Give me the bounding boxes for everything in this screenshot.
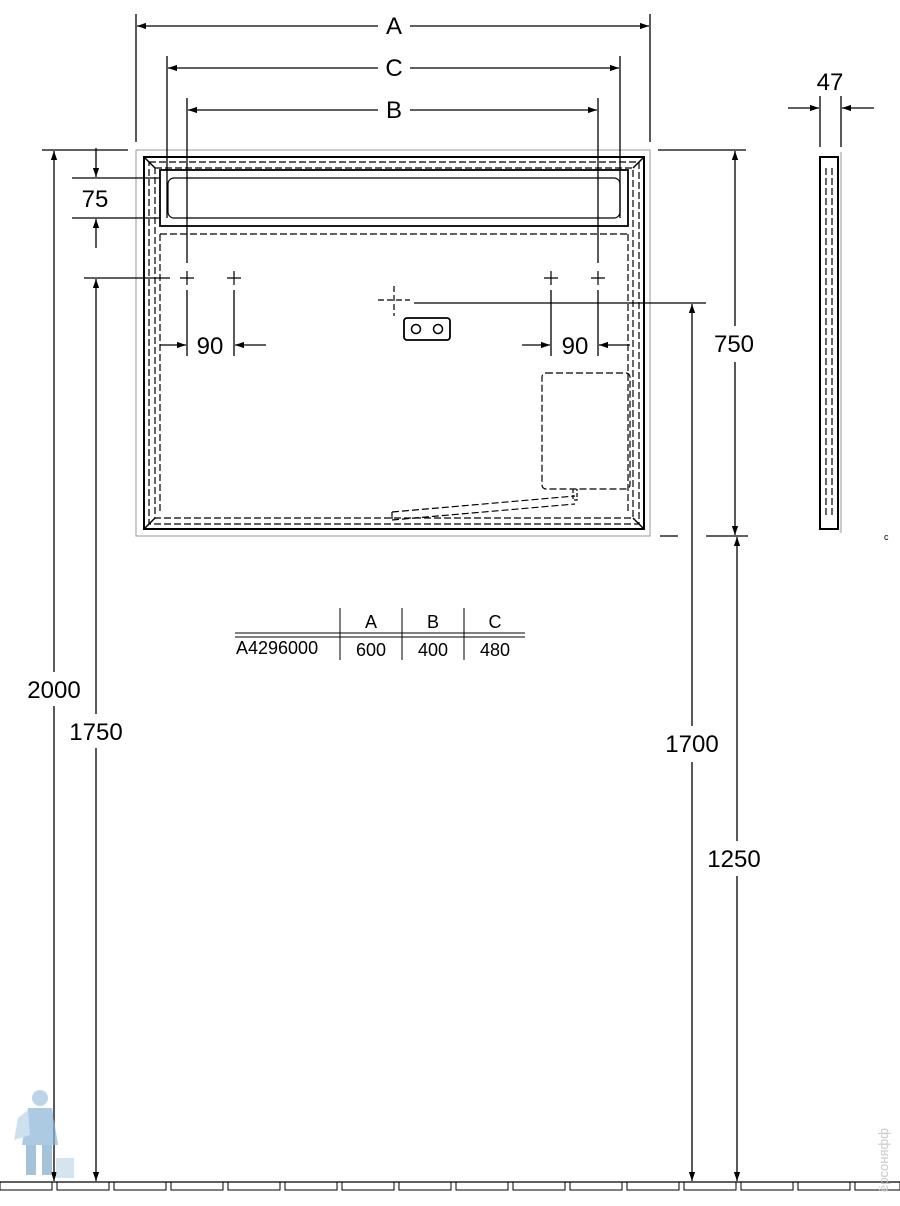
total-height-label: 2000 (27, 677, 80, 704)
mirror-front-view (135, 149, 651, 537)
dimension-a-label: A (386, 13, 402, 40)
mirror-outer-frame (135, 149, 651, 537)
left-height-dimensions (42, 148, 170, 1181)
table-header-a: A (365, 612, 377, 632)
table-cell-c: 480 (480, 640, 510, 660)
cable-route (391, 495, 576, 521)
table-header-c: C (489, 612, 502, 632)
mount-height-label: 1750 (69, 719, 122, 746)
light-panel (159, 169, 629, 227)
mirror-frame-edge (143, 156, 645, 530)
top-offset-label: 75 (82, 186, 109, 213)
corner-mark-icon: с (884, 532, 889, 542)
spacing-right-label: 90 (562, 333, 589, 360)
plumber-logo-icon (14, 1090, 74, 1178)
mirror-height-label: 750 (714, 331, 754, 358)
table-cell-a: 600 (356, 640, 386, 660)
socket-height-label: 1700 (665, 731, 718, 758)
bottom-height-label: 1250 (707, 846, 760, 873)
floor-line (0, 1181, 900, 1191)
socket (403, 317, 451, 341)
dimension-c-label: C (385, 55, 402, 82)
watermark-text: ёрсоняфф (876, 1128, 891, 1192)
dimension-b-label: B (386, 97, 402, 124)
table-row-code: A4296000 (236, 638, 318, 658)
right-height-dimensions (414, 149, 748, 1181)
mirror-side-view (788, 96, 874, 533)
table-cell-b: 400 (418, 640, 448, 660)
size-table (235, 608, 525, 660)
spacing-dimensions (160, 290, 630, 356)
depth-label: 47 (817, 69, 844, 96)
fixing-points (180, 271, 605, 316)
width-dimensions (135, 14, 651, 263)
table-header-b: B (427, 612, 439, 632)
cosmetic-box (541, 372, 631, 490)
spacing-left-label: 90 (197, 333, 224, 360)
